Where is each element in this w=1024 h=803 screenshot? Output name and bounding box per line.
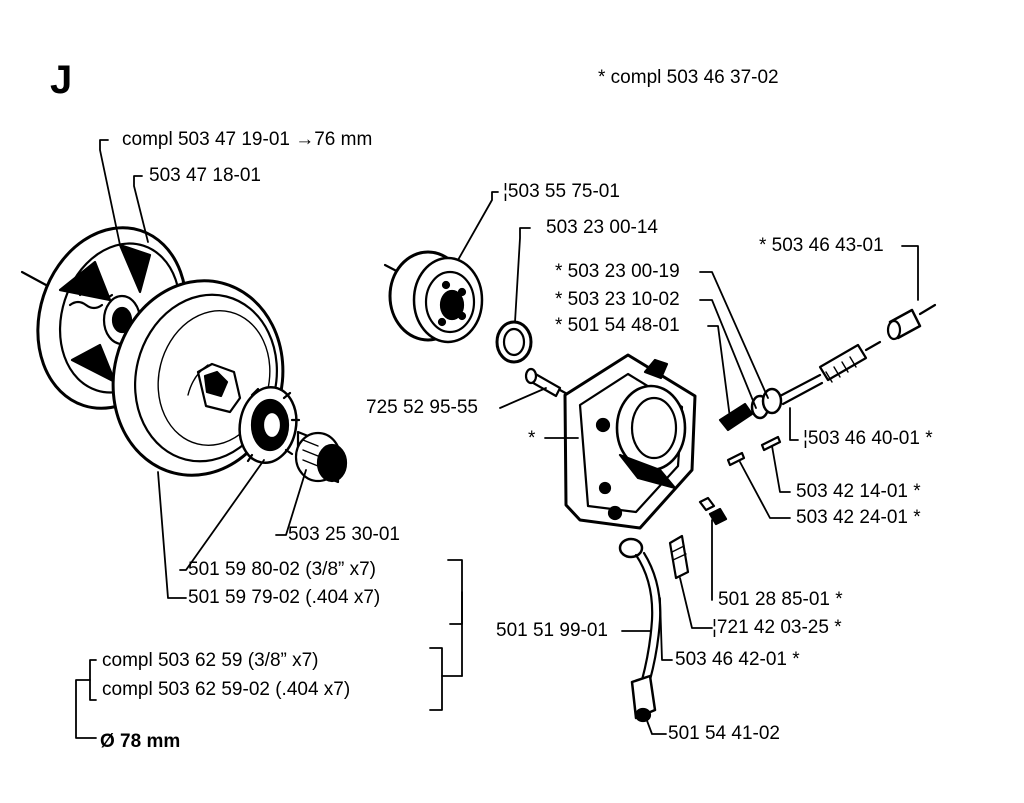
label-721-42-03-25: ¦721 42 03-25 * <box>712 617 842 638</box>
label-503-42-24-01: 503 42 24-01 * <box>796 507 921 528</box>
label-star-housing: * <box>528 428 536 449</box>
header-note: * compl 503 46 37-02 <box>598 67 779 88</box>
bearing-drawing <box>383 250 484 344</box>
pump-housing-drawing <box>563 353 697 530</box>
section-letter: J <box>50 58 73 102</box>
label-needle-bearing: 503 25 30-01 <box>288 524 400 545</box>
label-503-46-42-01: 503 46 42-01 * <box>675 649 800 670</box>
needle-bearing-drawing <box>294 430 348 484</box>
label-501-54-41-02: 501 54 41-02 <box>668 723 780 744</box>
label-503-23-00-19: * 503 23 00-19 <box>555 261 680 282</box>
pump-shaft-drawing <box>718 303 937 432</box>
label-kit-404: compl 503 62 59-02 (.404 x7) <box>102 679 351 700</box>
screw-drawing <box>524 367 580 402</box>
label-clutch-shoe: 503 47 18-01 <box>149 165 261 186</box>
washer-drawing <box>495 320 533 364</box>
label-501-28-85-01: 501 28 85-01 * <box>718 589 843 610</box>
label-drum-38: 501 59 80-02 (3/8” x7) <box>188 559 377 580</box>
label-kit-38: compl 503 62 59 (3/8” x7) <box>102 650 319 671</box>
fittings-drawing <box>668 496 728 580</box>
label-503-46-40-01: ¦503 46 40-01 * <box>803 428 933 449</box>
label-501-51-99-01: 501 51 99-01 <box>496 620 608 641</box>
pins-drawing <box>726 435 782 467</box>
label-bearing: ¦503 55 75-01 <box>503 181 620 202</box>
label-drum-404: 501 59 79-02 (.404 x7) <box>188 587 381 608</box>
label-501-54-48-01: * 501 54 48-01 <box>555 315 680 336</box>
label-725-52-95-55: 725 52 95-55 <box>366 397 478 418</box>
oil-hose-drawing <box>618 537 662 723</box>
label-503-46-43-01: * 503 46 43-01 <box>759 235 884 256</box>
label-503-23-10-02: * 503 23 10-02 <box>555 289 680 310</box>
label-clutch-compl: compl 503 47 19-01 →76 mm <box>122 129 373 150</box>
sprocket-rim-drawing <box>238 386 301 464</box>
label-diameter: Ø 78 mm <box>100 731 181 752</box>
label-503-42-14-01: 503 42 14-01 * <box>796 481 921 502</box>
label-washer: 503 23 00-14 <box>546 217 658 238</box>
leader-lines <box>75 139 919 739</box>
